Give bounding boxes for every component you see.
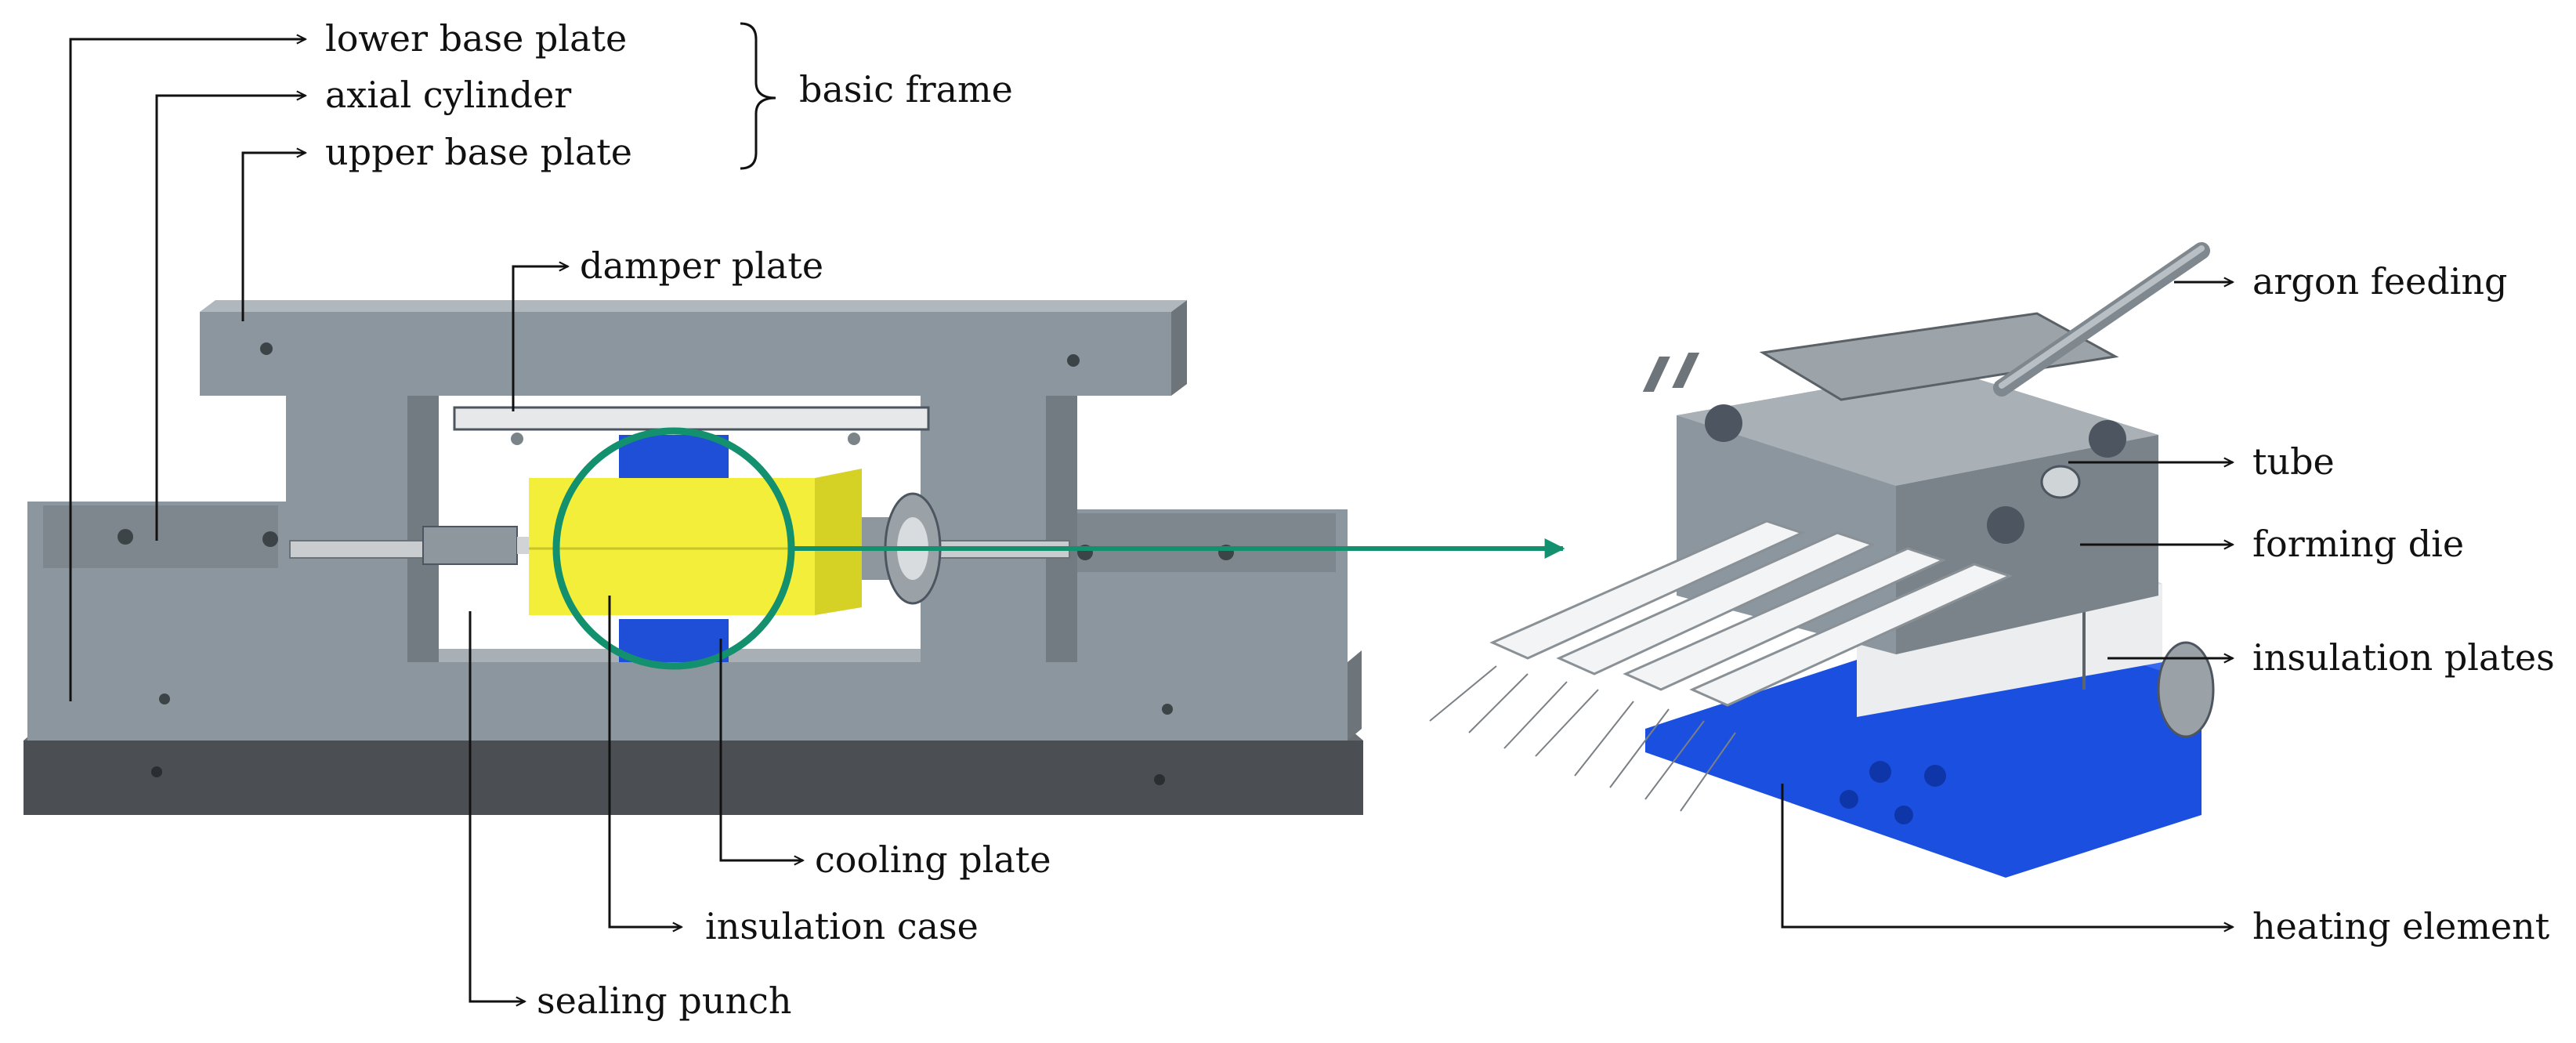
electrode-strips <box>1489 520 2013 707</box>
label-sealing-punch: sealing punch <box>537 980 791 1022</box>
tube-part <box>1642 312 2119 499</box>
labels: lower base plate axial cylinder upper ba… <box>325 17 2555 1022</box>
label-argon-feeding: argon feeding <box>2252 260 2508 302</box>
axial-cylinder-right <box>1069 509 1348 662</box>
damper-plate-part <box>453 406 930 445</box>
label-lower-base-plate: lower base plate <box>325 17 627 60</box>
sealing-punch-part <box>422 526 537 565</box>
argon-feeding-pipe <box>1993 242 2210 397</box>
axial-cylinder-left <box>27 502 290 662</box>
label-upper-base-plate: upper base plate <box>325 131 632 173</box>
label-cooling-plate: cooling plate <box>815 838 1051 881</box>
electrode-wires <box>1429 665 1736 812</box>
label-damper-plate: damper plate <box>580 244 823 287</box>
forming-die-part <box>1677 368 2158 654</box>
leader-lines <box>69 22 2233 1001</box>
forming-tool-assembly <box>24 300 1363 815</box>
label-insulation-plates: insulation plates <box>2252 636 2555 679</box>
insulation-case-part <box>529 469 862 615</box>
detail-highlight-circle <box>552 427 795 670</box>
label-tube: tube <box>2252 440 2335 483</box>
label-axial-cylinder: axial cylinder <box>325 74 571 116</box>
label-insulation-case: insulation case <box>705 905 979 947</box>
label-forming-die: forming die <box>2252 523 2464 565</box>
upper-base-plate <box>200 300 1187 396</box>
label-heating-element: heating element <box>2252 905 2550 947</box>
cooling-plate-part <box>619 435 729 662</box>
forming-die-detail <box>1429 242 2215 878</box>
basic-frame-brace <box>740 22 776 170</box>
label-basic-frame: basic frame <box>799 68 1013 110</box>
